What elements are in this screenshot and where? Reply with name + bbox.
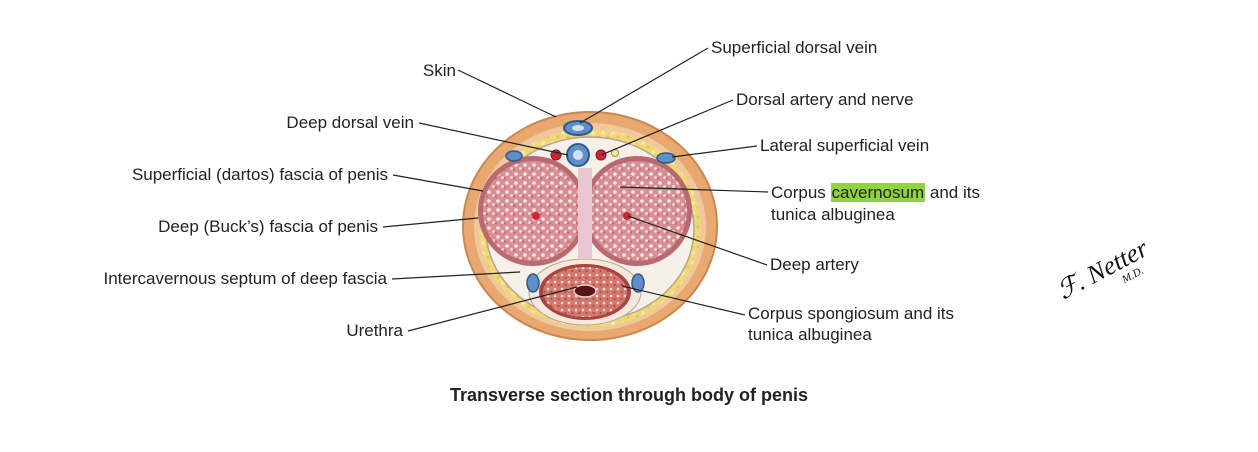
label-intercavernous-septum: Intercavernous septum of deep fascia: [103, 269, 388, 288]
label-dorsal-artery-nerve: Dorsal artery and nerve: [736, 90, 914, 109]
label-deep-dorsal-vein: Deep dorsal vein: [286, 113, 414, 132]
deep-artery-left: [532, 212, 540, 220]
label-deep-artery: Deep artery: [770, 255, 859, 274]
label-lateral-superficial-vein: Lateral superficial vein: [760, 136, 930, 155]
label-urethra: Urethra: [346, 321, 403, 340]
label-corpus-cavernosum-line2: tunica albuginea: [771, 205, 895, 224]
label-superficial-dorsal-vein: Superficial dorsal vein: [711, 38, 878, 57]
label-superficial-fascia: Superficial (dartos) fascia of penis: [131, 165, 388, 184]
label-skin: Skin: [422, 61, 456, 80]
label-corpus-spongiosum: Corpus spongiosum and its: [748, 304, 955, 323]
label-deep-fascia: Deep (Buck’s) fascia of penis: [158, 217, 378, 236]
corpus-spongiosum: [528, 258, 642, 326]
lateral-superficial-vein: [656, 152, 676, 164]
urethra-lumen: [573, 284, 597, 298]
highlight-cavernosum: cavernosum: [830, 183, 926, 202]
netter-signature: ℱ. Netter M.D.: [1052, 233, 1153, 305]
label-corpus-cavernosum: Corpus cavernosum and its: [771, 183, 980, 202]
figure-title: Transverse section through body of penis: [449, 385, 809, 405]
deep-artery-right: [623, 212, 631, 220]
label-corpus-spongiosum-line2: tunica albuginea: [748, 325, 872, 344]
corpora-cavernosa: [478, 156, 692, 266]
